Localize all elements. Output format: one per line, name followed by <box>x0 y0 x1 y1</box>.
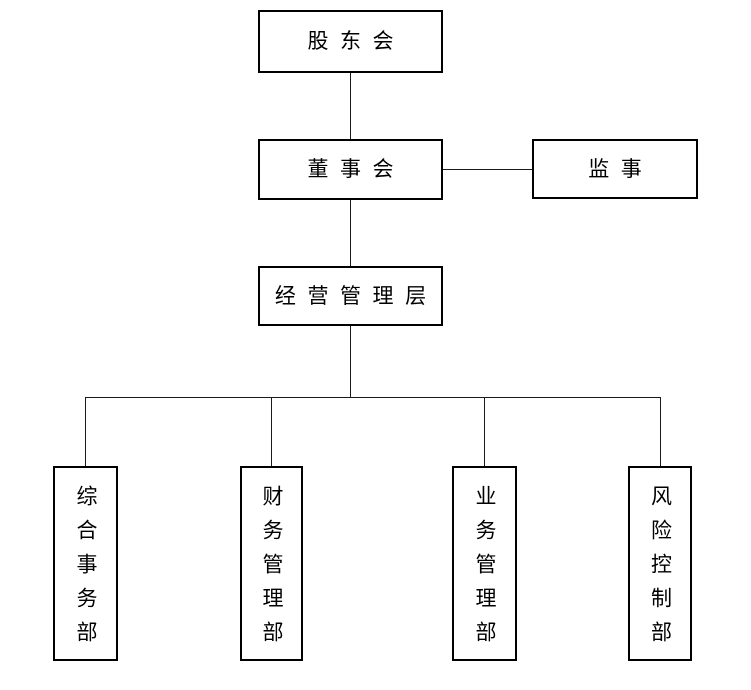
connector-distribution-bus <box>85 397 661 398</box>
connector-drop-general-affairs <box>85 397 86 466</box>
connector-shareholders-board <box>350 73 351 139</box>
node-supervisors-label: 监事 <box>588 156 654 181</box>
connector-drop-risk-control <box>660 397 661 466</box>
connector-board-management <box>350 200 351 266</box>
connector-drop-business <box>484 397 485 466</box>
node-department-risk-control: 风险控制部 <box>628 466 692 661</box>
node-supervisors: 监事 <box>532 139 698 199</box>
node-management-label: 经营管理层 <box>274 283 438 308</box>
node-department-label: 业务管理部 <box>473 484 497 656</box>
node-department-label: 财务管理部 <box>260 484 284 656</box>
connector-management-trunk <box>350 326 351 397</box>
node-shareholders-label: 股东会 <box>307 29 406 53</box>
node-department-label: 综合事务部 <box>74 484 98 656</box>
node-shareholders-meeting: 股东会 <box>258 10 443 73</box>
connector-drop-finance <box>271 397 272 466</box>
node-department-business: 业务管理部 <box>452 466 517 661</box>
node-department-finance: 财务管理部 <box>240 466 303 661</box>
node-management-layer: 经营管理层 <box>258 266 443 326</box>
node-department-label: 风险控制部 <box>648 484 673 656</box>
node-board-of-directors: 董事会 <box>258 139 443 200</box>
node-board-label: 董事会 <box>307 157 406 181</box>
connector-board-supervisors <box>443 169 532 170</box>
node-department-general-affairs: 综合事务部 <box>53 466 118 661</box>
